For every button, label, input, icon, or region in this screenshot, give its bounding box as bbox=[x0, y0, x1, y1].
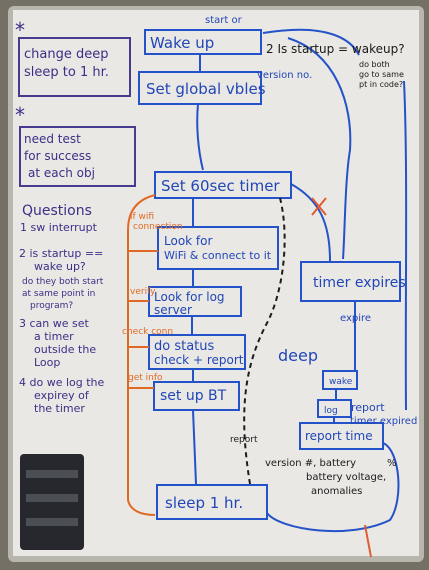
orange-label-check-conn: check conn bbox=[122, 327, 173, 337]
change-deep-sleep-line2: sleep to 1 hr. bbox=[24, 65, 109, 80]
change-deep-sleep-line1: change deep bbox=[24, 47, 108, 62]
question-4-line1: 4 do we log the bbox=[19, 376, 105, 389]
star-mark-middle: * bbox=[15, 103, 25, 127]
question-1: 1 sw interrupt bbox=[20, 221, 98, 234]
wake-up-box bbox=[144, 29, 262, 55]
question-2-right-line1: 2 Is startup = wakeup? bbox=[266, 42, 405, 56]
report-timer-expired-line1: report bbox=[351, 401, 385, 414]
look-wifi-box bbox=[157, 226, 279, 270]
expire-label: expire bbox=[340, 313, 371, 324]
set-timer-label: Set 60sec timer bbox=[161, 177, 280, 195]
report-timer-expired-line2: timer expired bbox=[350, 416, 417, 427]
question-2-line4: at same point in bbox=[22, 289, 95, 299]
timer-expires-box bbox=[300, 261, 401, 302]
question-2-right-line2: do both bbox=[359, 60, 390, 69]
do-status-label-line2: check + report bbox=[154, 353, 244, 367]
timer-expires-label: timer expires bbox=[313, 275, 406, 291]
report-time-label: report time bbox=[305, 429, 373, 443]
question-2-line5: program? bbox=[30, 301, 73, 311]
sleep-box bbox=[156, 484, 268, 520]
need-test-line1: need test bbox=[24, 132, 81, 146]
look-wifi-label-line1: Look for bbox=[164, 234, 212, 248]
version-details-line1: version #, battery bbox=[265, 458, 356, 469]
do-status-label-line1: do status bbox=[154, 339, 215, 354]
wake-box bbox=[322, 370, 358, 390]
do-status-box bbox=[148, 334, 246, 370]
set-up-bt-label: set up BT bbox=[160, 388, 227, 404]
question-4-line3: the timer bbox=[34, 402, 85, 415]
version-details-line2: % bbox=[387, 458, 397, 469]
version-details-line3: battery voltage, bbox=[306, 472, 386, 483]
question-2-line3: do they both start bbox=[22, 277, 104, 287]
question-2-line2: wake up? bbox=[34, 260, 86, 273]
question-2-right-line3: go to same bbox=[359, 70, 404, 79]
question-2-right-line4: pt in code? bbox=[359, 80, 403, 89]
timer-dashed-path bbox=[243, 197, 286, 485]
orange-failure-path bbox=[127, 194, 158, 516]
report-label: report bbox=[230, 435, 258, 445]
orange-label-verify: verify bbox=[130, 287, 156, 297]
star-mark-top: * bbox=[15, 18, 25, 42]
question-3-line3: outside the bbox=[34, 343, 96, 356]
sleep-label: sleep 1 hr. bbox=[165, 494, 243, 512]
eraser-detail bbox=[26, 470, 78, 478]
deep-sleep-note-box bbox=[18, 37, 131, 97]
start-or-label: start or bbox=[205, 15, 243, 26]
set-global-vbles-label: Set global vbles bbox=[146, 80, 266, 98]
question-3-line2: a timer bbox=[34, 330, 74, 343]
question-3-line4: Loop bbox=[34, 356, 60, 369]
need-test-line2: for success bbox=[24, 149, 91, 163]
look-log-server-label-line1: Look for log bbox=[154, 290, 225, 304]
version-details-line4: anomalies bbox=[311, 486, 362, 497]
set-global-vbles-box bbox=[138, 71, 262, 105]
orange-label-wifi-connection-line2: connection bbox=[133, 222, 183, 232]
report-time-box bbox=[299, 422, 384, 450]
deep-label: deep bbox=[278, 346, 318, 365]
question-2-line1: 2 is startup == bbox=[19, 247, 103, 260]
questions-title: Questions bbox=[22, 203, 92, 219]
look-log-server-label-line2: server bbox=[154, 303, 192, 317]
log-label: log bbox=[324, 406, 338, 416]
orange-label-get-info: get info bbox=[128, 373, 163, 383]
need-test-line3: at each obj bbox=[28, 166, 95, 180]
eraser-detail bbox=[26, 518, 78, 526]
question-3-line1: 3 can we set bbox=[19, 317, 90, 330]
question-4-line2: expirey of bbox=[34, 389, 90, 402]
red-x-marks bbox=[311, 197, 372, 558]
wake-up-label: Wake up bbox=[150, 34, 214, 52]
need-test-note-box bbox=[19, 126, 136, 187]
set-up-bt-box bbox=[153, 381, 240, 411]
orange-label-wifi-connection-line1: if wifi bbox=[130, 212, 154, 222]
flow-arrows bbox=[191, 28, 408, 533]
eraser-detail bbox=[26, 494, 78, 502]
version-no-label: version no. bbox=[257, 70, 312, 81]
look-wifi-label-line2: WiFi & connect to it bbox=[164, 249, 272, 262]
wake-label: wake bbox=[329, 377, 353, 387]
